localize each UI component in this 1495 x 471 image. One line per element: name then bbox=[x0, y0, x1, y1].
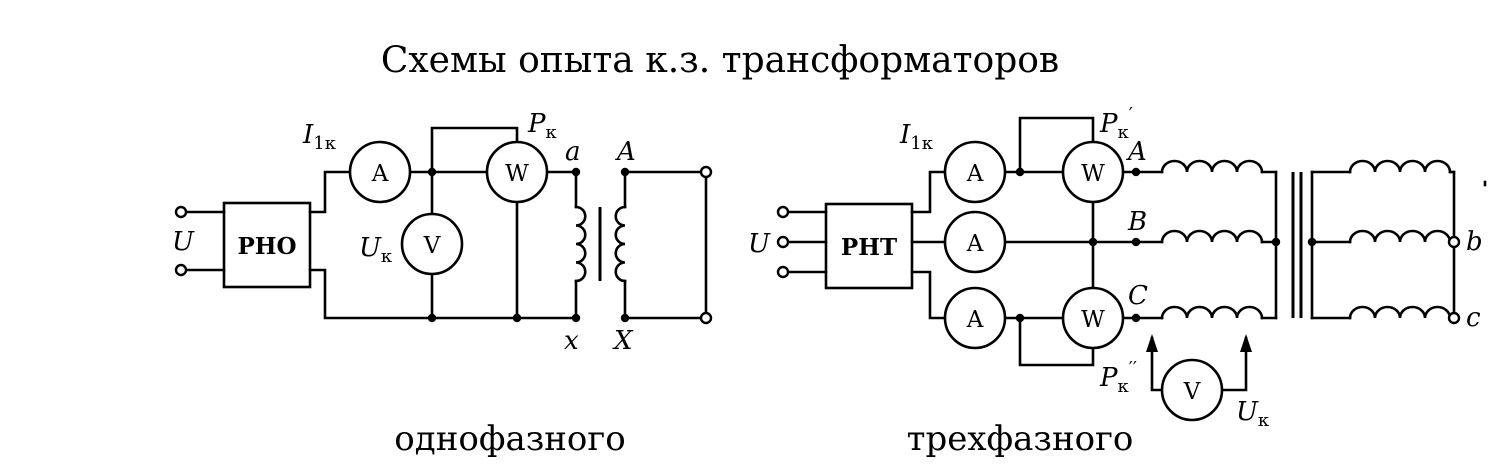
primary-winding-A bbox=[1160, 159, 1264, 174]
wattmeter: W bbox=[485, 140, 549, 204]
secondary-winding-c bbox=[1348, 305, 1452, 320]
supply-terminal-1 bbox=[776, 205, 790, 219]
three-phase-caption: трехфазного bbox=[907, 419, 1134, 459]
ammeter-phase-A: A bbox=[943, 140, 1007, 204]
supply-voltage-label: U bbox=[172, 227, 195, 257]
voltmeter: V bbox=[400, 212, 464, 276]
voltage-label: Uк bbox=[1236, 397, 1270, 431]
phase-C-label: C bbox=[1128, 281, 1148, 311]
ammeter-phase-C: A bbox=[943, 286, 1007, 350]
current-label: I1к bbox=[899, 120, 934, 154]
supply-terminal-3 bbox=[776, 265, 790, 279]
phase-A-label: A bbox=[1126, 137, 1147, 167]
primary-winding-C bbox=[1160, 305, 1264, 320]
power-label: Pк bbox=[527, 109, 558, 143]
primary-winding bbox=[574, 205, 587, 283]
svg-text:A: A bbox=[966, 161, 984, 187]
regulator-label: РНО bbox=[237, 233, 296, 260]
current-label: I1к bbox=[302, 120, 337, 154]
svg-text:A: A bbox=[371, 161, 389, 187]
single-phase-caption: однофазного bbox=[394, 419, 625, 459]
voltage-label: Uк bbox=[359, 233, 393, 267]
supply-terminal-2 bbox=[174, 263, 188, 277]
output-terminal-c bbox=[1447, 311, 1461, 325]
supply-terminal-2 bbox=[776, 235, 790, 249]
probe-arrow-left bbox=[1146, 334, 1158, 352]
output-terminal-bottom bbox=[699, 311, 713, 325]
wattmeter-2: W bbox=[1061, 286, 1125, 350]
secondary-winding-a bbox=[1348, 159, 1452, 174]
terminal-X-label: X bbox=[612, 326, 634, 356]
ammeter: A bbox=[348, 140, 412, 204]
power1-label: Pк′ bbox=[1099, 104, 1133, 143]
secondary-winding-b bbox=[1348, 229, 1452, 244]
terminal-x-label: x bbox=[564, 326, 579, 356]
three-phase-circuit: U РНТ bbox=[748, 104, 1487, 459]
wattmeter-1: W bbox=[1061, 140, 1125, 204]
supply-terminal-1 bbox=[174, 205, 188, 219]
svg-text:A: A bbox=[966, 231, 984, 257]
phase-B-label: B bbox=[1127, 207, 1147, 237]
regulator-box-rno bbox=[222, 201, 312, 289]
terminal-b-label: b bbox=[1466, 227, 1483, 257]
primary-winding-B bbox=[1160, 229, 1264, 244]
probe-arrow-right bbox=[1240, 334, 1252, 352]
single-phase-circuit: U РНО bbox=[172, 109, 713, 459]
svg-text:W: W bbox=[505, 161, 529, 187]
svg-text:V: V bbox=[1183, 379, 1201, 405]
voltmeter: V bbox=[1160, 358, 1224, 422]
terminal-c-label: c bbox=[1466, 303, 1481, 333]
regulator-label: РНТ bbox=[841, 234, 897, 261]
secondary-winding bbox=[614, 205, 627, 283]
ammeter-phase-B: A bbox=[943, 210, 1007, 274]
diagram-title: Схемы опыта к.з. трансформаторов bbox=[381, 40, 1059, 81]
power2-label: Pк′′ bbox=[1099, 358, 1137, 397]
terminal-A-label: A bbox=[615, 137, 636, 167]
svg-text:V: V bbox=[423, 233, 441, 259]
supply-voltage-label: U bbox=[748, 229, 771, 259]
svg-text:W: W bbox=[1081, 161, 1105, 187]
output-terminal-b bbox=[1447, 235, 1461, 249]
svg-text:A: A bbox=[966, 307, 984, 333]
regulator-box-rnt bbox=[824, 202, 914, 290]
output-terminal-top bbox=[699, 165, 713, 179]
terminal-a-label: a bbox=[565, 137, 581, 167]
svg-text:W: W bbox=[1081, 307, 1105, 333]
